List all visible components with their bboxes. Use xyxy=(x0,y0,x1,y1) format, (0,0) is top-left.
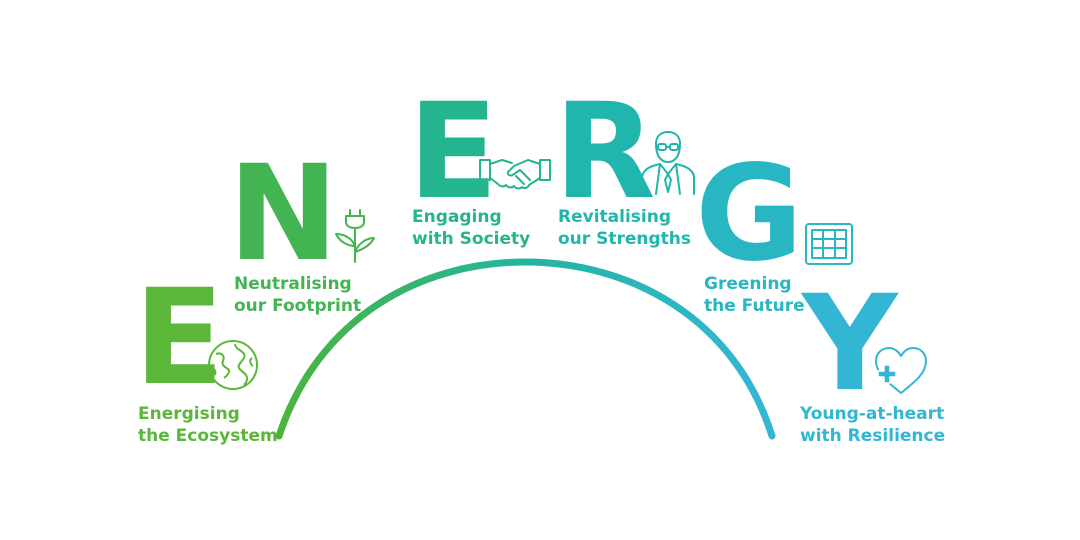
caption-line-1: Young-at-heart xyxy=(800,404,945,424)
solar-panel-icon xyxy=(805,223,853,265)
heart-plus-icon xyxy=(875,347,927,394)
caption-line-2: with Resilience xyxy=(800,426,946,446)
letter-r-revitalising: R xyxy=(554,75,656,229)
handshake-icon xyxy=(479,159,551,190)
caption-line-2: the Ecosystem xyxy=(138,426,278,446)
caption-line-2: the Future xyxy=(704,296,805,316)
caption-line-1: Neutralising xyxy=(234,274,352,294)
letter-e-engaging: E xyxy=(408,75,498,229)
businessman-icon xyxy=(641,131,695,195)
caption-line-1: Energising xyxy=(138,404,240,424)
caption-greening: Greening the Future xyxy=(704,273,805,317)
caption-young-at-heart: Young-at-heart with Resilience xyxy=(800,403,945,447)
caption-neutralising: Neutralising our Footprint xyxy=(234,273,361,317)
caption-line-2: our Footprint xyxy=(234,296,362,316)
caption-line-1: Revitalising xyxy=(558,207,671,227)
letter-y-young-at-heart: Y xyxy=(802,267,898,421)
letter-n-neutralising: N xyxy=(228,137,338,291)
caption-engaging: Engaging with Society xyxy=(412,206,530,250)
caption-line-1: Greening xyxy=(704,274,792,294)
caption-line-2: our Strengths xyxy=(558,229,691,249)
caption-energising: Energising the Ecosystem xyxy=(138,403,278,447)
caption-line-2: with Society xyxy=(412,229,531,249)
plug-plant-icon xyxy=(335,209,375,263)
letter-g-greening: G xyxy=(695,137,803,291)
caption-revitalising: Revitalising our Strengths xyxy=(558,206,691,250)
globe-icon xyxy=(208,340,258,390)
caption-line-1: Engaging xyxy=(412,207,502,227)
letter-e-energising: E xyxy=(134,261,224,415)
